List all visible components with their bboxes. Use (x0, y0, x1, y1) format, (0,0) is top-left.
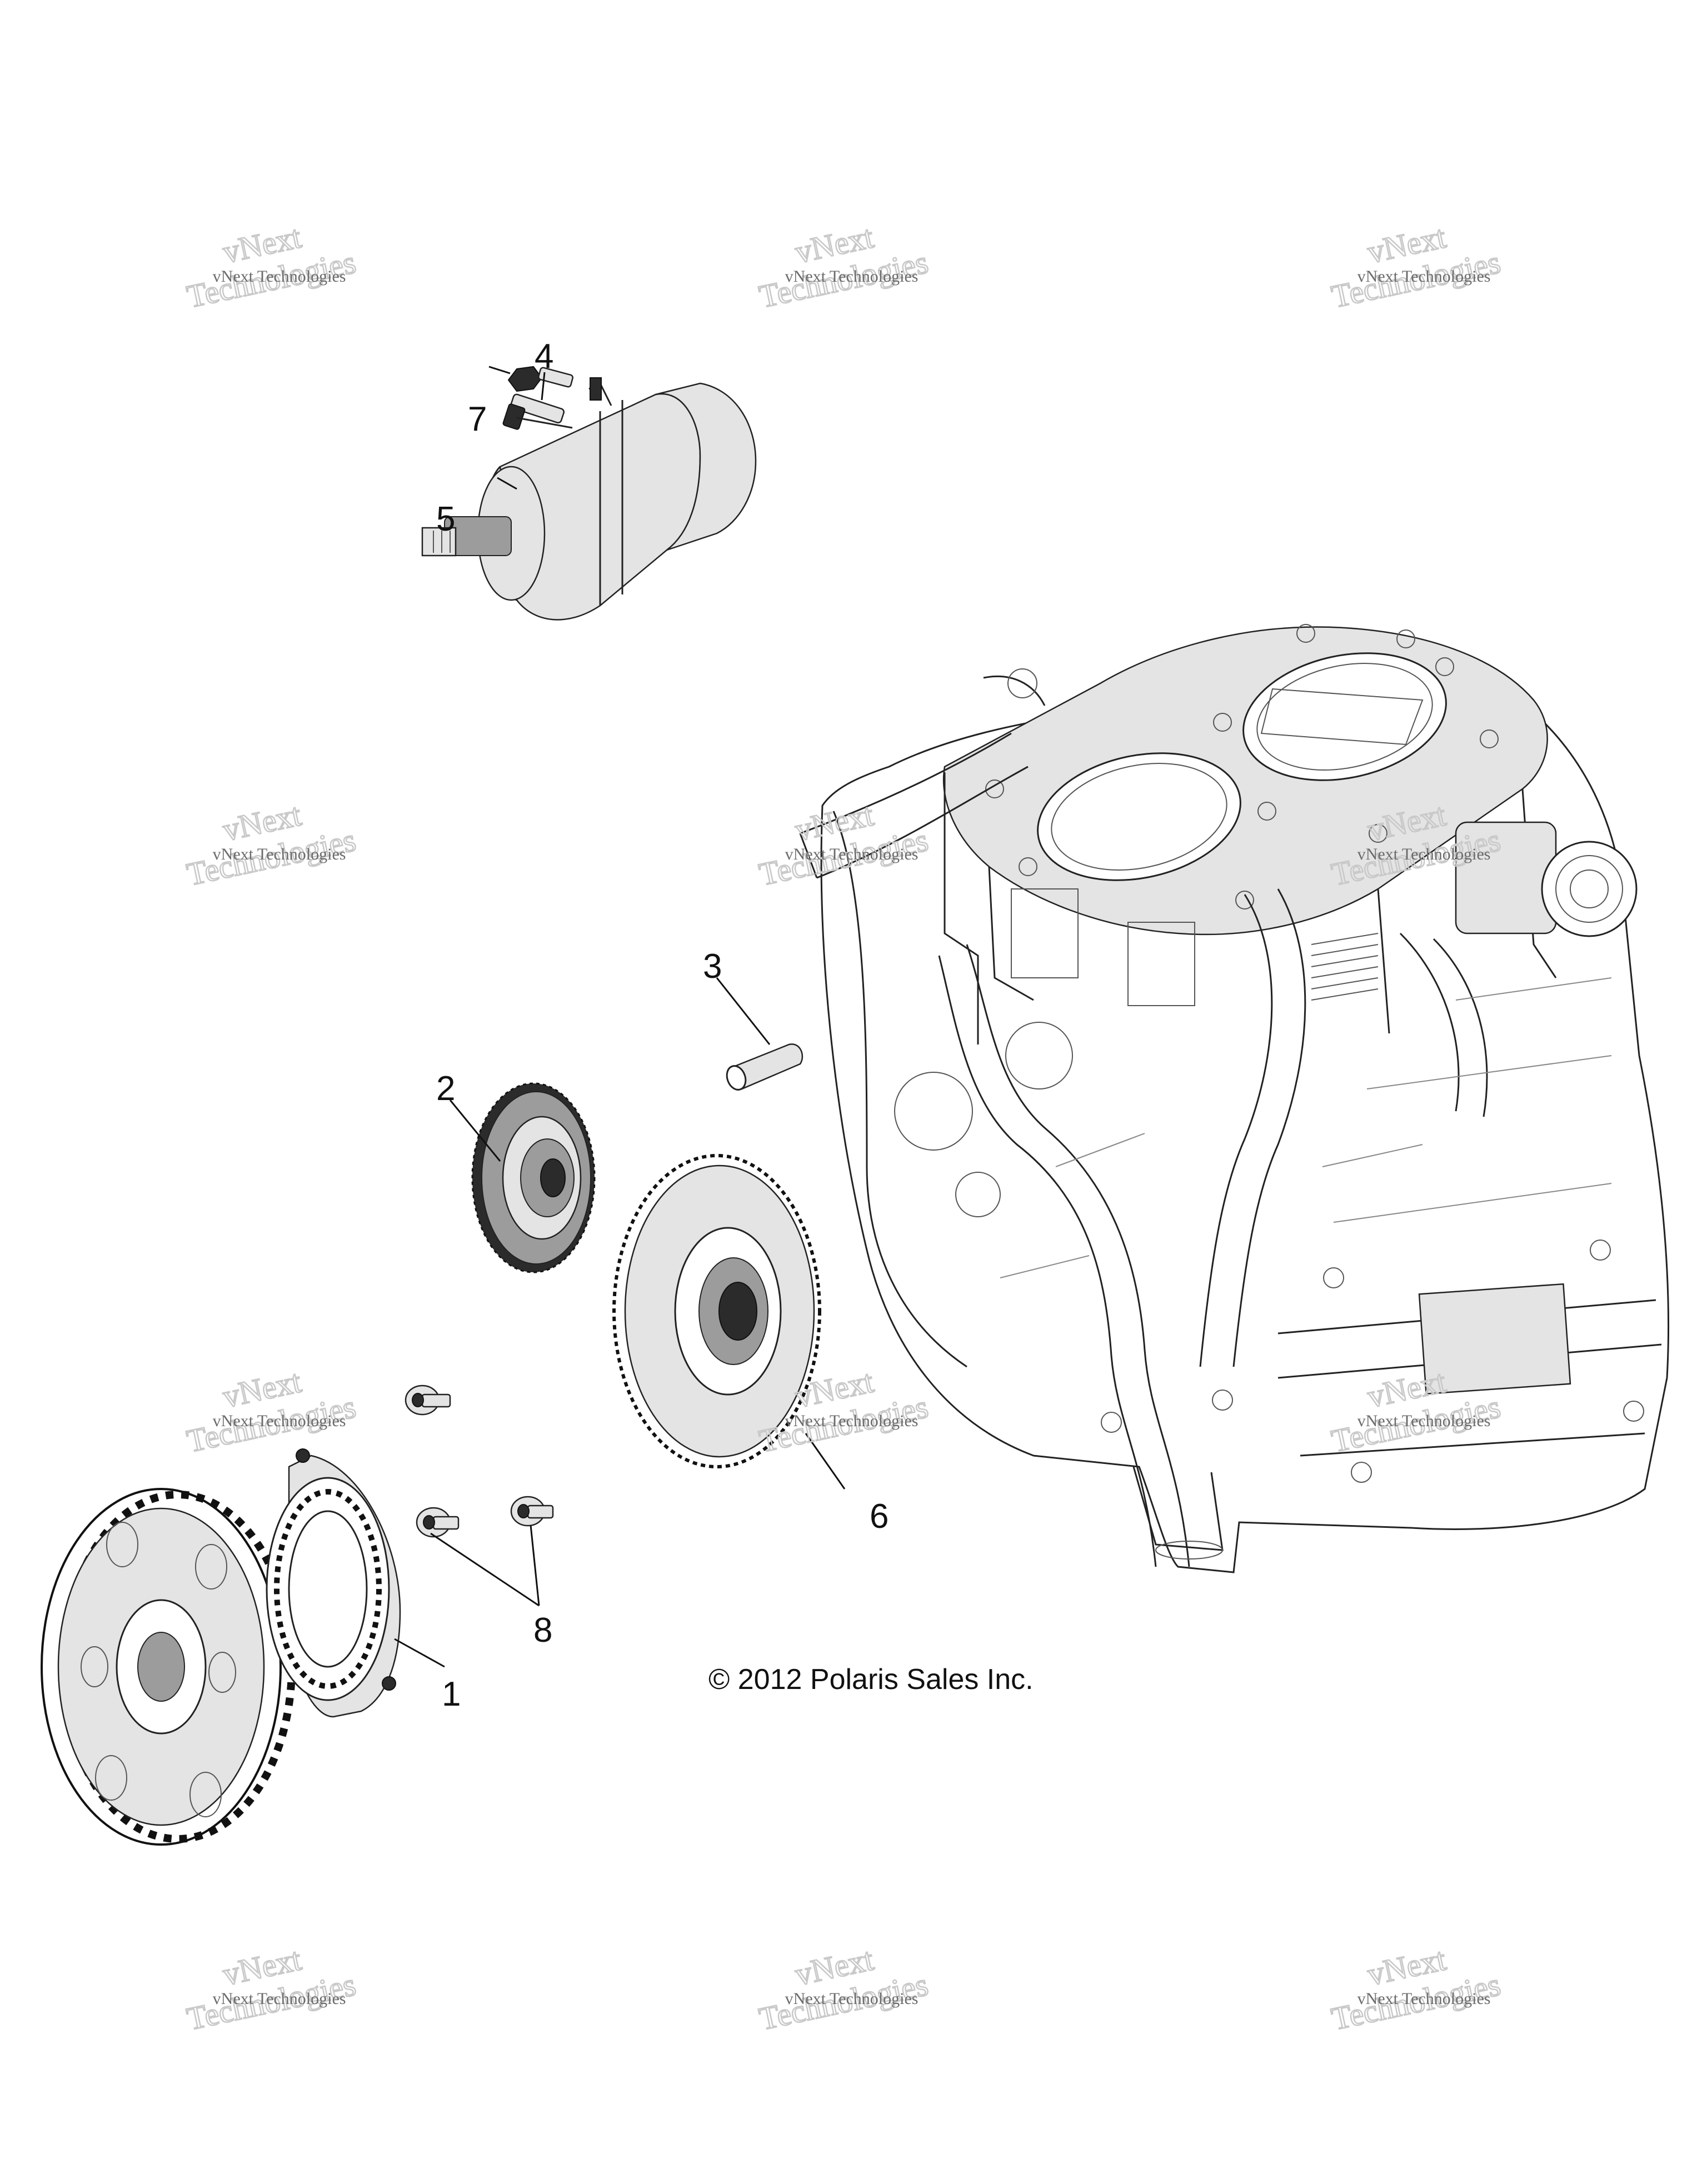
dowel-pin-illustration (726, 1043, 803, 1091)
svg-text:vNext Technologies: vNext Technologies (213, 845, 346, 863)
watermark: vNext Technologies vNext Technologies (755, 796, 932, 893)
callout-3: 3 (703, 947, 722, 986)
callout-6: 6 (870, 1497, 889, 1536)
svg-text:vNext Technologies: vNext Technologies (1357, 1990, 1491, 2008)
copyright-notice: © 2012 Polaris Sales Inc. (708, 1663, 1034, 1696)
svg-text:vNext Technologies: vNext Technologies (213, 1412, 346, 1430)
callout-4: 4 (535, 337, 553, 376)
watermark: vNext Technologies vNext Technologies (183, 796, 360, 893)
watermark-grid: vNext Technologies vNext Technologies vN… (183, 218, 1504, 2038)
callout-labels: 4 7 5 3 2 6 8 1 (436, 337, 889, 1713)
flywheel-illustration (41, 1488, 296, 1846)
svg-text:vNext Technologies: vNext Technologies (785, 1990, 919, 2008)
callout-2: 2 (436, 1069, 455, 1108)
watermark: vNext Technologies vNext Technologies (183, 1940, 360, 2038)
idler-gear-illustration (471, 1082, 596, 1273)
watermark: vNext Technologies vNext Technologies (1327, 218, 1504, 316)
callout-5: 5 (436, 500, 455, 538)
watermark: vNext Technologies vNext Technologies (1327, 1940, 1504, 2038)
stator-screws-illustration (405, 1385, 554, 1538)
leader-lines (394, 366, 846, 1668)
stator-clutch-illustration (266, 1448, 401, 1718)
svg-text:vNext Technologies: vNext Technologies (785, 1412, 919, 1430)
watermark: vNext Technologies vNext Technologies (755, 1940, 932, 2038)
starter-motor-illustration (421, 377, 757, 621)
svg-text:vNext Technologies: vNext Technologies (1357, 267, 1491, 286)
svg-text:vNext Technologies: vNext Technologies (785, 267, 919, 286)
watermark: vNext Technologies vNext Technologies (183, 1362, 360, 1460)
starter-bolt-illustration (502, 393, 573, 430)
svg-text:vNext Technologies: vNext Technologies (213, 1990, 346, 2008)
svg-text:vNext Technologies: vNext Technologies (213, 267, 346, 286)
callout-8: 8 (533, 1611, 552, 1650)
svg-text:vNext Technologies: vNext Technologies (1357, 845, 1491, 863)
starter-nut-illustration (507, 366, 573, 392)
starter-drive-gear-illustration (612, 1154, 821, 1468)
watermark: vNext Technologies vNext Technologies (183, 218, 360, 316)
svg-text:vNext Technologies: vNext Technologies (785, 845, 919, 863)
engine-block (799, 624, 1670, 1573)
callout-7: 7 (468, 400, 487, 438)
callout-1: 1 (442, 1675, 461, 1713)
watermark: vNext Technologies vNext Technologies (755, 218, 932, 316)
svg-text:vNext Technologies: vNext Technologies (1357, 1412, 1491, 1430)
